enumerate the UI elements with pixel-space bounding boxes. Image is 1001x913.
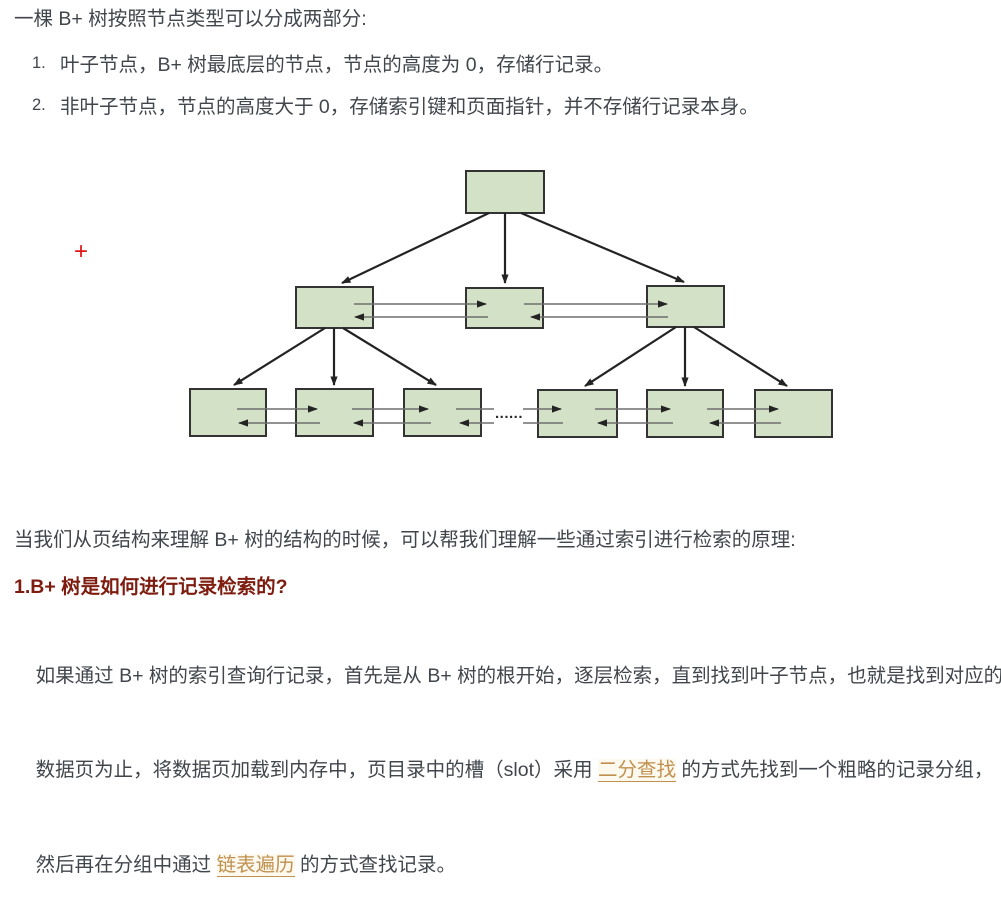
paragraph-text: 数据页为止，将数据页加载到内存中，页目录中的槽（slot）采用 (35, 759, 598, 781)
leaf-node-6 (754, 389, 833, 438)
leaf-node-5 (646, 389, 724, 438)
internal-node-center (465, 287, 544, 329)
list-item: 2. 非叶子节点，节点的高度大于 0，存储索引键和页面指针，并不存储行记录本身。 (0, 94, 759, 148)
paragraph-line: 数据页为止，将数据页加载到内存中，页目录中的槽（slot）采用 二分查找 的方式… (14, 724, 1001, 819)
root-node (465, 170, 545, 214)
sibling-links-internal (354, 300, 668, 321)
list-item-number: 1. (32, 54, 46, 72)
article-page: { "colors": { "page_bg": "#ffffff", "tex… (0, 8, 1001, 877)
ellipsis-label: ...... (495, 405, 524, 422)
tree-edges (233, 211, 788, 387)
body-paragraph: 如果通过 B+ 树的索引查询行记录，首先是从 B+ 树的根开始，逐层检索，直到找… (14, 629, 1001, 913)
lead-paragraph: 当我们从页结构来理解 B+ 树的结构的时候，可以帮我们理解一些通过索引进行检索的… (14, 529, 796, 551)
list-item: 1. 叶子节点，B+ 树最底层的节点，节点的高度为 0，存储行记录。 (0, 52, 613, 106)
internal-node-right (646, 285, 725, 328)
sibling-links-leaf (237, 405, 781, 427)
list-item-number: 2. (32, 96, 46, 114)
plus-cursor-mark: + (74, 238, 89, 265)
list-item-text: 非叶子节点，节点的高度大于 0，存储索引键和页面指针，并不存储行记录本身。 (60, 96, 759, 118)
leaf-node-2 (295, 388, 374, 437)
list-traversal-link[interactable]: 链表遍历 (216, 853, 295, 877)
paragraph-text: 然后再在分组中通过 (35, 853, 217, 876)
tree-nodes (189, 170, 833, 438)
bplus-tree-diagram (189, 170, 833, 438)
leaf-node-4 (537, 389, 618, 438)
paragraph-line: 如果通过 B+ 树的索引查询行记录，首先是从 B+ 树的根开始，逐层检索，直到找… (14, 629, 1001, 724)
intro-paragraph: 一棵 B+ 树按照节点类型可以分成两部分: (14, 8, 367, 30)
leaf-node-1 (189, 388, 267, 437)
paragraph-text: 如果通过 B+ 树的索引查询行记录，首先是从 B+ 树的根开始，逐层检索，直到找… (35, 664, 1001, 687)
paragraph-line: 然后再在分组中通过 链表遍历 的方式查找记录。 (14, 818, 1001, 913)
binary-search-link[interactable]: 二分查找 (597, 759, 676, 782)
paragraph-text: 的方式先找到一个粗略的记录分组， (675, 759, 994, 781)
section-heading: 1.B+ 树是如何进行记录检索的? (14, 576, 288, 598)
paragraph-text: 的方式查找记录。 (294, 853, 457, 876)
internal-node-left (295, 286, 374, 329)
leaf-node-3 (403, 388, 482, 437)
list-item-text: 叶子节点，B+ 树最底层的节点，节点的高度为 0，存储行记录。 (60, 54, 614, 76)
